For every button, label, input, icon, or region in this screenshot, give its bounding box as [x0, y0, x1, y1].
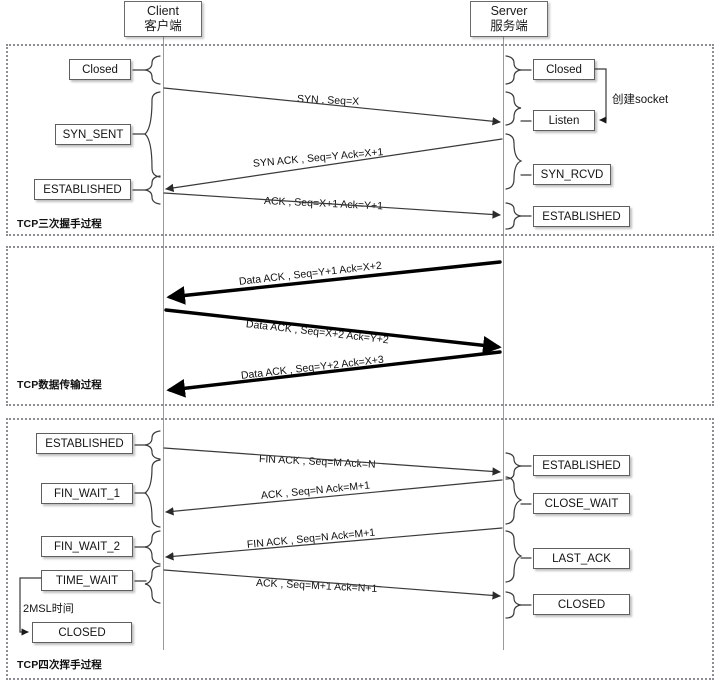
state-server-established: ESTABLISHED [533, 206, 630, 227]
state-server-listen: Listen [533, 110, 595, 131]
actor-server-line1: Server [490, 4, 528, 18]
section-label-handshake: TCP三次握手过程 [17, 218, 102, 230]
state-client-teardown-closed: CLOSED [32, 622, 132, 643]
state-label: CLOSE_WAIT [544, 497, 619, 510]
state-label: Listen [548, 114, 580, 127]
actor-server: Server 服务端 [470, 1, 548, 37]
actor-server-line2: 服务端 [490, 18, 528, 33]
msl-timer-annotation: 2MSL时间 [23, 603, 74, 615]
state-label: ESTABLISHED [43, 183, 122, 196]
state-label: FIN_WAIT_2 [53, 540, 121, 553]
state-client-time-wait: TIME_WAIT [41, 570, 133, 591]
create-socket-annotation: 创建socket [612, 94, 669, 106]
state-server-closed: Closed [533, 59, 595, 80]
state-client-fin-wait-2: FIN_WAIT_2 [41, 536, 133, 557]
state-label: CLOSED [58, 626, 106, 639]
state-label: LAST_ACK [552, 552, 611, 565]
actor-client-line1: Client [147, 4, 179, 18]
section-teardown [6, 418, 714, 680]
state-label: SYN_RCVD [540, 168, 604, 181]
state-label: TIME_WAIT [55, 574, 119, 587]
section-transfer [6, 246, 714, 406]
state-client-fin-wait-1: FIN_WAIT_1 [41, 483, 133, 504]
state-server-last-ack: LAST_ACK [533, 548, 630, 569]
actor-client: Client 客户端 [124, 1, 202, 37]
state-client-syn-sent: SYN_SENT [55, 124, 131, 145]
server-lifeline [503, 22, 504, 650]
state-label: SYN_SENT [62, 128, 124, 141]
section-label-transfer: TCP数据传输过程 [17, 379, 102, 391]
state-label: Closed [82, 63, 118, 76]
client-lifeline [163, 22, 164, 650]
state-server-teardown-closed: CLOSED [533, 594, 630, 615]
state-server-teardown-established: ESTABLISHED [533, 455, 630, 476]
actor-client-line2: 客户端 [144, 18, 182, 33]
state-label: CLOSED [557, 598, 606, 611]
state-label: ESTABLISHED [542, 459, 621, 472]
state-client-teardown-established: ESTABLISHED [36, 433, 133, 454]
state-server-syn-rcvd: SYN_RCVD [533, 164, 611, 185]
state-label: ESTABLISHED [45, 437, 124, 450]
section-handshake [6, 44, 714, 236]
state-client-established: ESTABLISHED [34, 179, 131, 200]
state-label: FIN_WAIT_1 [53, 487, 121, 500]
state-label: Closed [546, 63, 582, 76]
state-label: ESTABLISHED [542, 210, 621, 223]
section-label-teardown: TCP四次挥手过程 [17, 659, 102, 671]
state-client-closed: Closed [69, 59, 131, 80]
state-server-close-wait: CLOSE_WAIT [533, 493, 630, 514]
